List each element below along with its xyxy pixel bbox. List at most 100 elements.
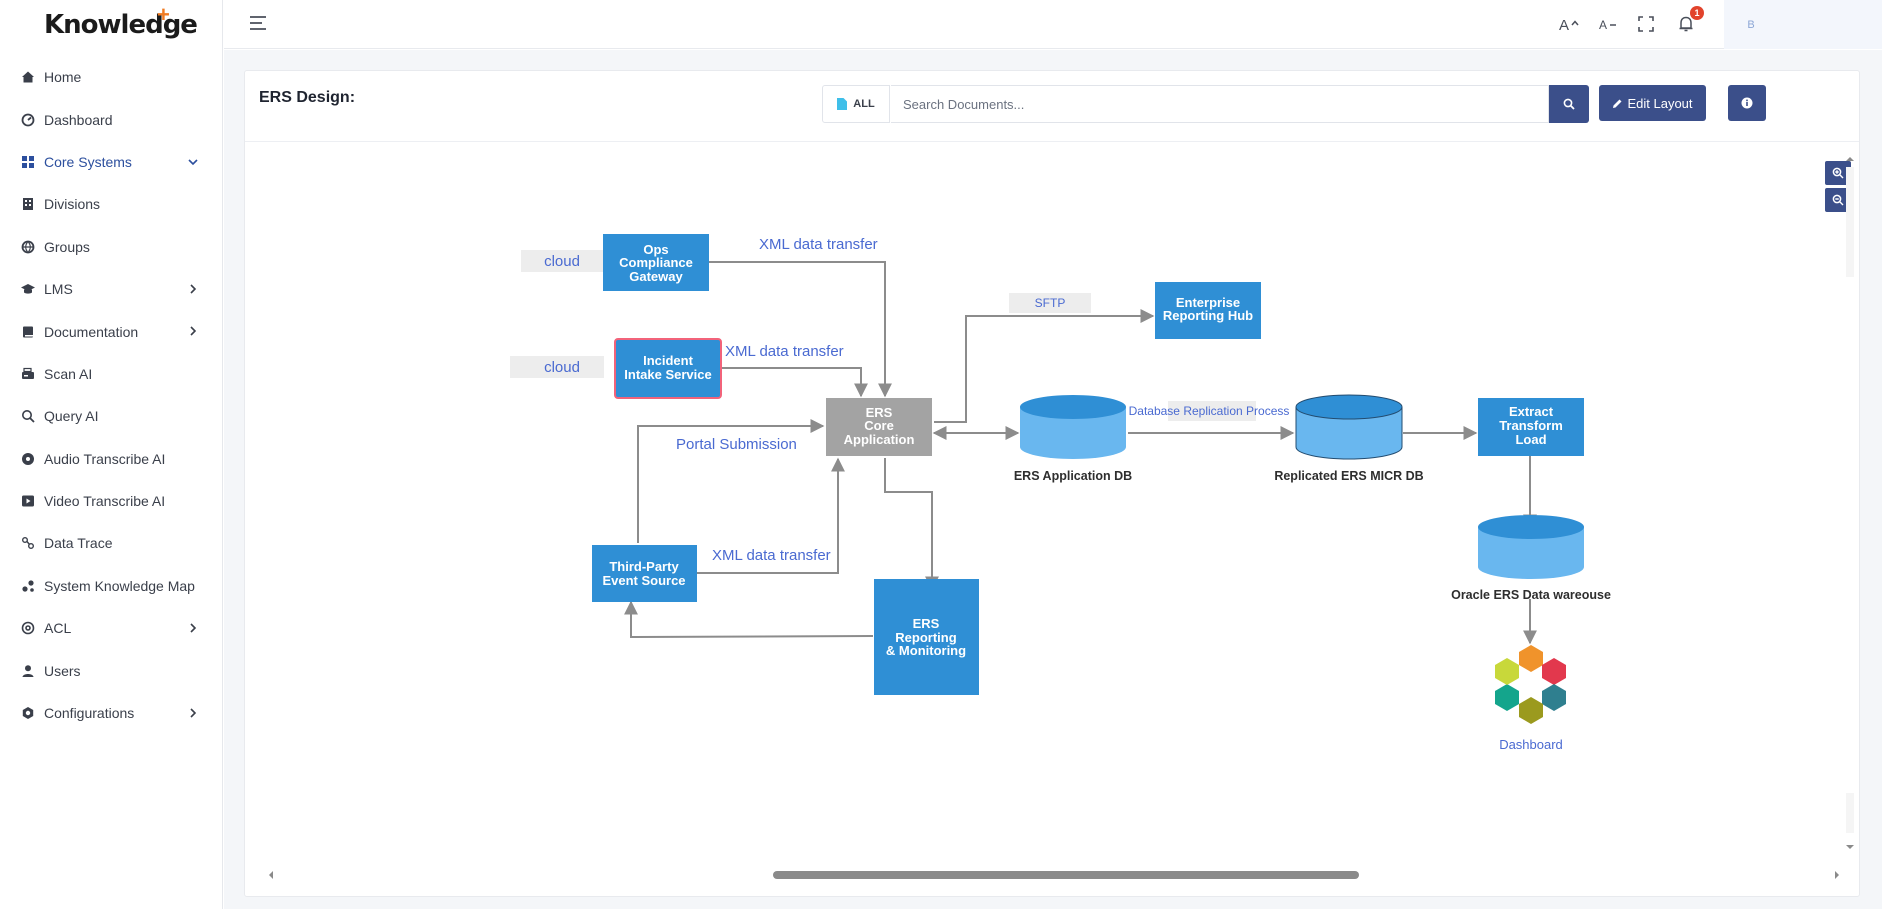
edge-label-incident-xml: XML data transfer xyxy=(725,343,844,360)
gauge-icon xyxy=(20,112,36,128)
node-ops-compliance-gateway[interactable]: Ops Compliance Gateway xyxy=(603,234,709,291)
page-title: ERS Design: xyxy=(259,89,356,106)
cog-icon xyxy=(20,705,36,721)
user-menu[interactable]: B xyxy=(1724,0,1882,49)
sidebar-item-audio-transcribe-ai[interactable]: Audio Transcribe AI xyxy=(0,438,222,480)
sidebar-item-lms[interactable]: LMS xyxy=(0,268,222,310)
sidebar-item-dashboard[interactable]: Dashboard xyxy=(0,98,222,140)
sidebar-item-label: System Knowledge Map xyxy=(44,577,195,594)
chevron-right-icon xyxy=(186,621,200,635)
document-icon xyxy=(837,98,848,110)
info-button[interactable] xyxy=(1728,85,1766,121)
fullscreen-icon[interactable] xyxy=(1634,12,1658,36)
horizontal-scroll-thumb[interactable] xyxy=(773,871,1359,879)
svg-text:Extract: Extract xyxy=(1509,404,1554,419)
sidebar-item-label: Video Transcribe AI xyxy=(44,493,166,510)
menu-toggle-icon[interactable] xyxy=(248,14,268,32)
book-icon xyxy=(20,324,36,340)
node-enterprise-reporting-hub[interactable]: Enterprise Reporting Hub xyxy=(1155,282,1261,339)
svg-text:Gateway: Gateway xyxy=(629,269,683,284)
edge-incident-to-core[interactable] xyxy=(721,367,868,398)
edge-label-sftp: SFTP xyxy=(1009,293,1091,313)
node-replicated-ers-micr-db[interactable]: Replicated ERS MICR DB xyxy=(1274,394,1424,483)
dashboard-label: Dashboard xyxy=(1499,737,1563,752)
svg-text:Reporting: Reporting xyxy=(895,630,956,645)
edit-layout-label: Edit Layout xyxy=(1627,95,1693,111)
sidebar-nav: Home Dashboard Core Systems Divisions Gr… xyxy=(0,56,222,734)
sidebar-item-label: Divisions xyxy=(44,196,101,213)
node-oracle-ers-data-warehouse[interactable]: Oracle ERS Data wareouse xyxy=(1451,515,1611,602)
sidebar-item-data-trace[interactable]: Data Trace xyxy=(0,522,222,564)
node-extract-transform-load[interactable]: Extract Transform Load xyxy=(1478,398,1584,456)
edge-label-third-party-xml: XML data transfer xyxy=(712,547,831,564)
edge-core-to-hub[interactable] xyxy=(934,309,1155,423)
sidebar-item-label: Audio Transcribe AI xyxy=(44,450,166,467)
node-dashboard[interactable]: Dashboard xyxy=(1495,645,1566,752)
font-decrease-icon[interactable]: A xyxy=(1596,12,1620,36)
edge-third-party-to-core-xml[interactable] xyxy=(697,457,845,574)
vertical-scrollbar[interactable] xyxy=(1844,153,1856,853)
divider xyxy=(245,141,1859,142)
sidebar-item-system-knowledge-map[interactable]: System Knowledge Map xyxy=(0,565,222,607)
node-incident-intake-service[interactable]: Incident Intake Service xyxy=(614,338,722,399)
sidebar-item-label: Scan AI xyxy=(44,365,93,382)
sidebar-item-divisions[interactable]: Divisions xyxy=(0,183,222,225)
svg-text:Replicated ERS MICR DB: Replicated ERS MICR DB xyxy=(1274,469,1423,483)
font-increase-icon[interactable]: A xyxy=(1557,12,1581,36)
sidebar-item-video-transcribe-ai[interactable]: Video Transcribe AI xyxy=(0,480,222,522)
sidebar-item-label: Configurations xyxy=(44,705,135,722)
sidebar-item-scan-ai[interactable]: Scan AI xyxy=(0,353,222,395)
logo-plus-mark: + xyxy=(157,2,170,27)
edge-third-party-to-core-portal[interactable] xyxy=(637,419,825,543)
search-input[interactable] xyxy=(891,85,1549,123)
sidebar-item-query-ai[interactable]: Query AI xyxy=(0,395,222,437)
chevron-down-icon xyxy=(186,155,200,169)
svg-text:Core: Core xyxy=(864,418,894,433)
zoom-in-icon xyxy=(1832,167,1844,179)
svg-text:ERS Application DB: ERS Application DB xyxy=(1014,469,1132,483)
sidebar-item-label: Data Trace xyxy=(44,535,113,552)
node-ers-core-application[interactable]: ERS Core Application xyxy=(826,398,932,456)
pencil-icon xyxy=(1613,99,1622,108)
sidebar-item-groups[interactable]: Groups xyxy=(0,226,222,268)
scanner-icon xyxy=(20,366,36,382)
top-bar: A A 1 B xyxy=(224,0,1882,49)
trace-icon xyxy=(20,535,36,551)
sidebar-item-label: Core Systems xyxy=(44,153,132,170)
search-button[interactable] xyxy=(1549,85,1589,123)
sidebar-item-users[interactable]: Users xyxy=(0,649,222,691)
svg-text:Ops: Ops xyxy=(643,242,668,257)
sidebar-item-label: Query AI xyxy=(44,408,99,425)
sidebar-item-acl[interactable]: ACL xyxy=(0,607,222,649)
node-ers-reporting-monitoring[interactable]: ERS Reporting & Monitoring xyxy=(874,579,979,695)
building-icon xyxy=(20,196,36,212)
horizontal-scrollbar[interactable] xyxy=(265,867,1845,881)
svg-text:Load: Load xyxy=(1515,432,1546,447)
edge-reporting-to-third-party[interactable] xyxy=(624,600,874,639)
svg-text:ERS: ERS xyxy=(866,405,893,420)
edge-core-to-reporting[interactable] xyxy=(884,458,939,591)
diagram-edges xyxy=(624,261,1537,645)
node-third-party-event-source[interactable]: Third-Party Event Source xyxy=(592,545,697,602)
avatar[interactable]: B xyxy=(1747,19,1755,31)
cloud-label-2: cloud xyxy=(510,356,604,378)
svg-text:Compliance: Compliance xyxy=(619,255,693,270)
sidebar-item-core-systems[interactable]: Core Systems xyxy=(0,141,222,183)
sidebar-item-label: Home xyxy=(44,69,82,86)
edit-layout-button[interactable]: Edit Layout xyxy=(1599,85,1706,121)
sidebar-item-label: Documentation xyxy=(44,323,139,340)
edge-ops-to-core[interactable] xyxy=(709,261,892,398)
document-filter-button[interactable]: ALL xyxy=(822,85,890,123)
node-ers-application-db[interactable]: ERS Application DB xyxy=(1014,395,1132,483)
sidebar-item-label: LMS xyxy=(44,281,73,298)
svg-text:A: A xyxy=(1559,17,1569,32)
notification-bell-icon[interactable]: 1 xyxy=(1674,6,1704,36)
sidebar-item-configurations[interactable]: Configurations xyxy=(0,692,222,734)
sidebar-item-documentation[interactable]: Documentation xyxy=(0,310,222,352)
svg-text:Application: Application xyxy=(844,432,915,447)
sidebar-item-home[interactable]: Home xyxy=(0,56,222,98)
map-icon xyxy=(20,578,36,594)
app-logo[interactable]: Knowledge xyxy=(44,10,198,40)
zoom-out-icon xyxy=(1832,194,1844,206)
